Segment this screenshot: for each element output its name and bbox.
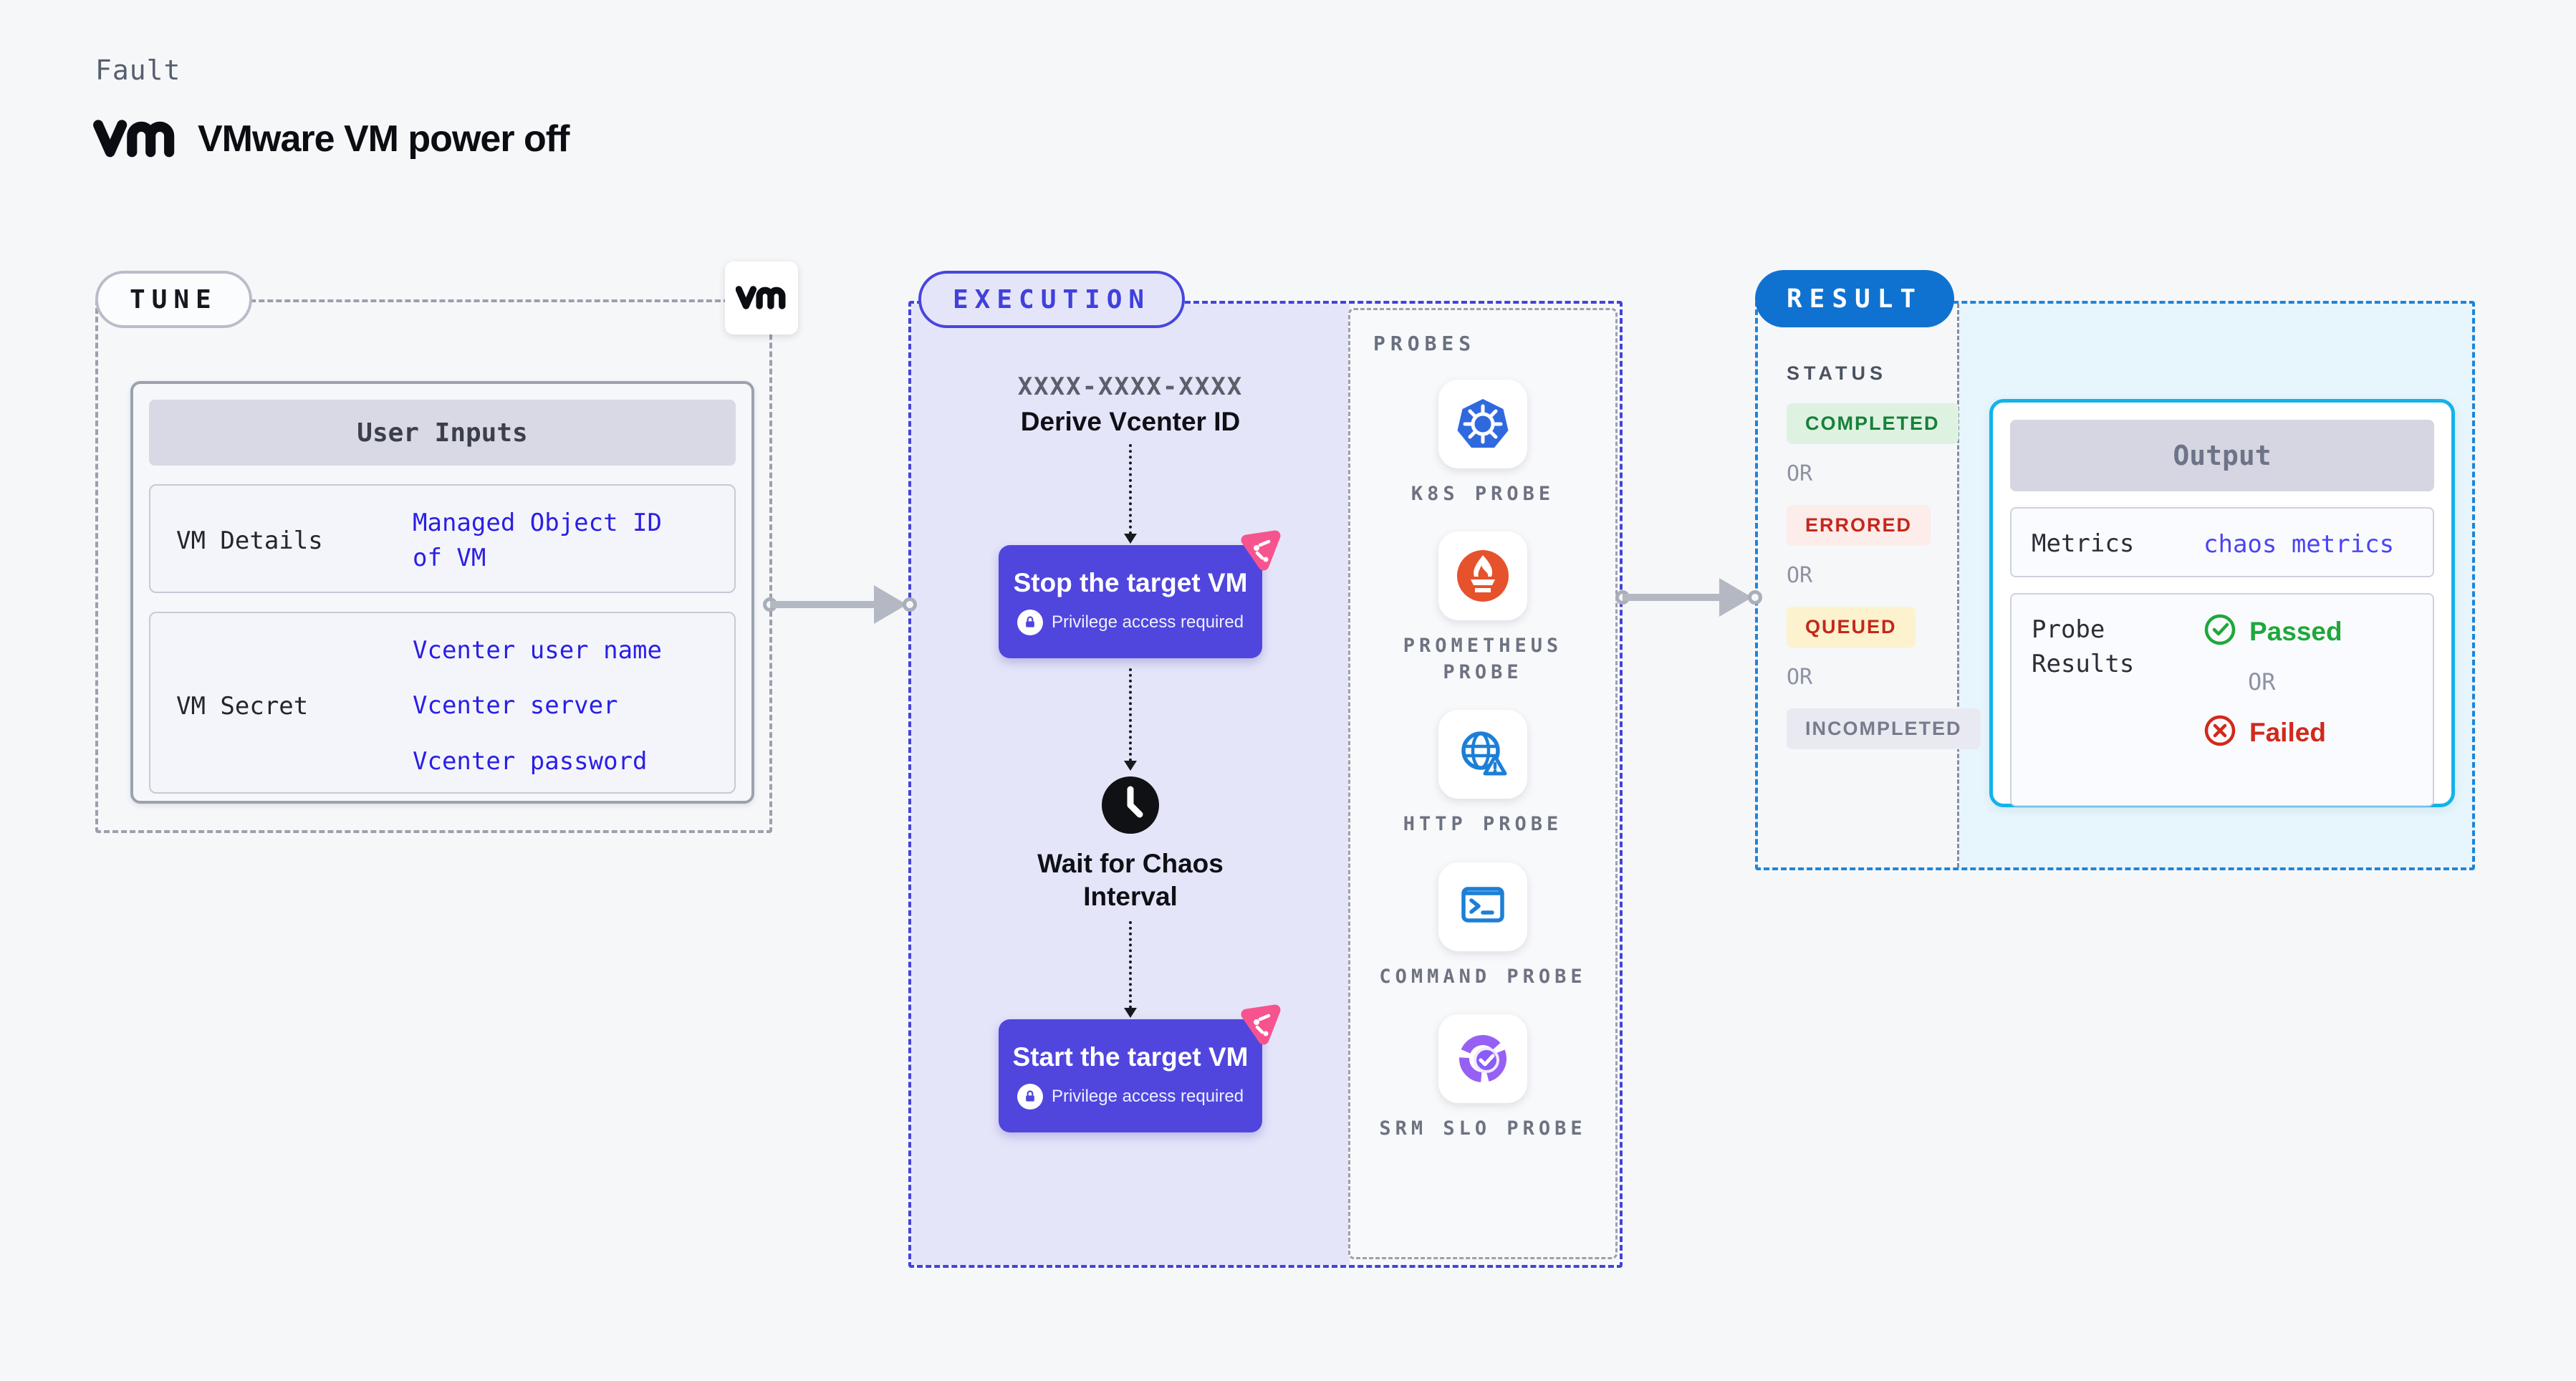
clock-icon [1100, 775, 1160, 839]
flow-arrow-down [1124, 920, 1137, 1018]
privilege-note: Privilege access required [1051, 1086, 1244, 1106]
metrics-value: chaos metrics [2203, 529, 2395, 559]
execution-zone: XXXX-XXXX-XXXX Derive Vcenter ID Stop th… [908, 301, 1623, 1268]
or-label: OR [1787, 461, 1813, 486]
probe-item-command: COMMAND PROBE [1379, 862, 1587, 990]
status-title: STATUS [1787, 362, 1887, 384]
output-card: Output Metrics chaos metrics Probe Resul… [1989, 399, 2455, 807]
probes-title: PROBES [1373, 332, 1476, 355]
http-globe-icon [1438, 710, 1527, 799]
status-column: STATUS COMPLETED OR ERRORED OR QUEUED OR… [1787, 362, 1981, 749]
check-circle-icon [2203, 613, 2236, 650]
probe-label: COMMAND PROBE [1379, 965, 1587, 988]
row-label: VM Secret [176, 691, 309, 721]
flow-arrow-down [1124, 668, 1137, 771]
row-label: VM Details [176, 526, 323, 556]
terminal-icon [1438, 862, 1527, 951]
row-value: Managed Object ID of VM [413, 509, 662, 573]
probe-label: K8S PROBE [1410, 483, 1555, 505]
flow-arrow-down [1124, 444, 1137, 544]
arrowhead-icon [874, 585, 907, 624]
start-vm-button[interactable]: Start the target VM Privilege access req… [999, 1004, 1281, 1132]
probe-label: SRM SLO PROBE [1379, 1117, 1587, 1140]
result-badge: RESULT [1755, 270, 1955, 327]
status-badge-completed: COMPLETED [1787, 403, 1959, 444]
result-divider [1957, 304, 1959, 867]
connector-ring [903, 597, 917, 612]
probe-item-http: HTTP PROBE [1379, 710, 1587, 837]
litmus-chaos-icon [1235, 1001, 1282, 1048]
execution-to-result-arrow [1615, 577, 1762, 617]
lock-icon [1017, 1083, 1043, 1110]
metrics-row: Metrics chaos metrics [2010, 507, 2434, 577]
derive-vcenter-node: Derive Vcenter ID [1020, 407, 1241, 436]
arrowhead-icon [1719, 578, 1752, 617]
status-badge-queued: QUEUED [1787, 607, 1916, 648]
connector-ring [1748, 590, 1762, 605]
table-row-vm-secret: VM Secret Vcenter user name Vcenter serv… [149, 612, 736, 794]
or-label: OR [1787, 665, 1813, 690]
vm-logo-icon [735, 282, 787, 315]
probe-item-srm-slo: SRM SLO PROBE [1379, 1014, 1587, 1142]
wait-chaos-node: Wait for Chaos Interval [1037, 849, 1224, 912]
start-vm-label: Start the target VM [1012, 1041, 1249, 1072]
result-zone: STATUS COMPLETED OR ERRORED OR QUEUED OR… [1755, 301, 2475, 870]
user-inputs-table: User Inputs VM Details Managed Object ID… [130, 381, 754, 804]
table-row-vm-details: VM Details Managed Object ID of VM [149, 484, 736, 593]
connector-shaft [1623, 594, 1726, 601]
connector-shaft [770, 601, 881, 608]
execution-flow: XXXX-XXXX-XXXX Derive Vcenter ID Stop th… [911, 304, 1350, 1265]
passed-label: Passed [2249, 616, 2342, 646]
probe-results-row: Probe Results Passed OR [2010, 593, 2434, 807]
output-header: Output [2010, 420, 2434, 491]
x-circle-icon [2203, 714, 2236, 751]
prometheus-icon [1438, 531, 1527, 621]
execution-badge: EXECUTION [918, 271, 1186, 328]
row-value: Vcenter password [413, 746, 648, 776]
probe-item-prometheus: PROMETHEUS PROBE [1379, 531, 1587, 685]
user-inputs-header: User Inputs [149, 400, 736, 466]
tune-zone [95, 299, 772, 833]
or-label: OR [1787, 563, 1813, 588]
vmware-logo-icon [93, 113, 178, 164]
slo-donut-icon [1438, 1014, 1527, 1104]
status-badge-errored: ERRORED [1787, 505, 1931, 546]
tune-to-execution-arrow [763, 584, 917, 625]
litmus-chaos-icon [1235, 526, 1282, 574]
fault-kicker: Fault [95, 54, 181, 86]
kubernetes-icon [1438, 380, 1527, 468]
lock-icon [1017, 610, 1043, 635]
probe-label: PROMETHEUS PROBE [1403, 635, 1563, 683]
probe-item-k8s: K8S PROBE [1379, 380, 1587, 507]
or-label: OR [2248, 668, 2276, 696]
row-value: Vcenter server [413, 691, 618, 721]
tune-badge: TUNE [95, 271, 252, 328]
stop-vm-label: Stop the target VM [1013, 568, 1248, 597]
stop-vm-button[interactable]: Stop the target VM Privilege access requ… [999, 530, 1281, 658]
page-header: VMware VM power off [93, 113, 569, 164]
page-title: VMware VM power off [198, 117, 569, 160]
fault-id-placeholder: XXXX-XXXX-XXXX [1017, 372, 1244, 401]
vm-logo-card [725, 261, 798, 335]
failed-label: Failed [2249, 717, 2326, 747]
probe-label: HTTP PROBE [1403, 813, 1563, 836]
probe-results-label: Probe Results [2032, 615, 2135, 678]
metrics-label: Metrics [2032, 529, 2135, 558]
row-value: Vcenter user name [413, 636, 662, 665]
status-badge-incompleted: INCOMPLETED [1787, 708, 1981, 749]
probes-panel: PROBES K [1348, 308, 1618, 1259]
privilege-note: Privilege access required [1051, 612, 1244, 632]
